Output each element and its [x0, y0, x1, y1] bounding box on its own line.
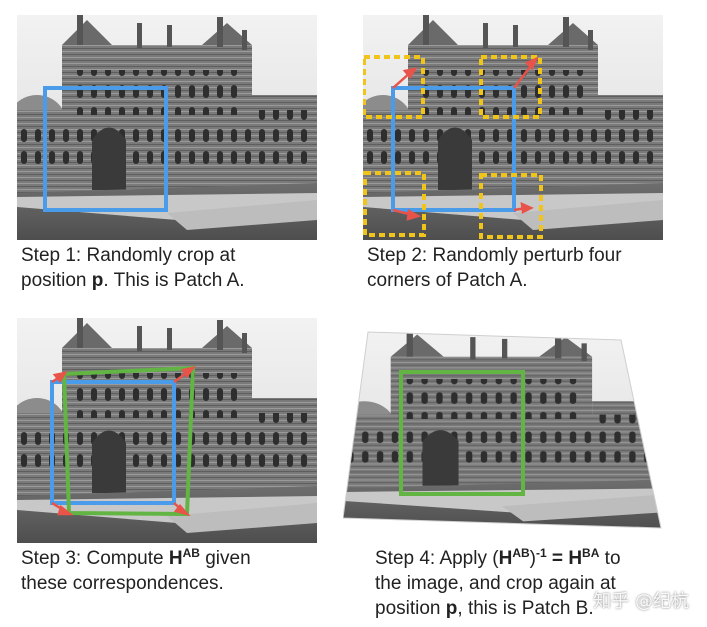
step1-caption: Step 1: Randomly crop at position p. Thi…: [21, 243, 245, 293]
patch-a-box: [50, 380, 176, 505]
correspondence-arrows: [51, 366, 196, 517]
perturbation-arrows: [392, 56, 539, 221]
step1-line1: Step 1: Randomly crop at: [21, 245, 236, 266]
step2-caption: Step 2: Randomly perturb four corners of…: [367, 243, 622, 293]
step2-line2: corners of Patch A.: [367, 270, 528, 291]
step3-line1: Step 3: Compute HAB given: [21, 546, 251, 569]
step4-line2: the image, and crop again at: [375, 573, 616, 594]
step2-photo: [363, 15, 663, 240]
patch-a-box: [43, 86, 168, 212]
step3-line2: these correspondences.: [21, 573, 224, 594]
step4-line1: Step 4: Apply (HAB)-1 = HBA to: [375, 546, 621, 569]
step2-line1: Step 2: Randomly perturb four: [367, 245, 622, 266]
step3-caption: Step 3: Compute HAB given these correspo…: [21, 546, 251, 596]
step4-photo: [343, 331, 662, 529]
step3-photo: [17, 318, 317, 543]
perturbation-boxes: [363, 55, 543, 239]
step1-line2: position p. This is Patch A.: [21, 270, 245, 291]
patch-b-box: [399, 370, 525, 496]
step1-photo: [17, 15, 317, 240]
step4-line3: position p, this is Patch B.: [375, 598, 594, 619]
watermark: 知乎 @纪杭: [593, 591, 689, 612]
patch-a-box: [391, 86, 516, 212]
step4-caption: Step 4: Apply (HAB)-1 = HBA to the image…: [375, 546, 621, 621]
